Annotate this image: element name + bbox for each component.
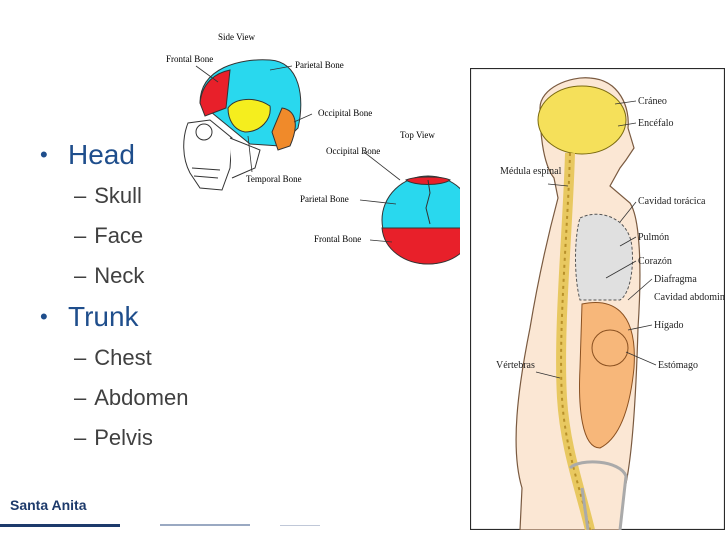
label-frontal-top: Frontal Bone <box>314 234 361 244</box>
jaw-bone <box>229 137 261 179</box>
bullet-abdomen: –Abdomen <box>74 385 189 410</box>
label-estomago: Estómago <box>658 360 698 371</box>
eye-socket <box>195 123 213 141</box>
teeth <box>191 167 221 179</box>
pelvis-bones <box>568 460 628 530</box>
skull-top-title: Top View <box>400 130 435 140</box>
label-parietal-top: Parietal Bone <box>300 194 349 204</box>
abdomen <box>579 302 635 449</box>
bullet-trunk-label: Trunk <box>68 301 139 332</box>
lung <box>575 213 633 301</box>
bullet-dot-icon: • <box>40 142 48 167</box>
label-occipital-side: Occipital Bone <box>318 108 372 118</box>
label-corazon: Corazón <box>638 256 672 267</box>
bullet-neck: –Neck <box>74 263 145 288</box>
label-encefalo: Encéfalo <box>638 118 674 129</box>
bullet-head: • Head <box>40 134 188 176</box>
skull-diagram: Side View Frontal Bone Parietal Bone Occ… <box>166 32 460 265</box>
label-cavidad-toracica: Cavidad torácica <box>638 196 706 207</box>
frontal-bone-top <box>381 227 460 265</box>
occipital-bone <box>271 107 296 151</box>
skull-top-view: Top View Occipital Bone Parietal Bone Fr… <box>300 130 460 265</box>
label-pulmon: Pulmón <box>638 232 669 243</box>
face-bones <box>183 119 233 191</box>
bullet-chest-label: Chest <box>94 345 152 370</box>
bullet-skull: –Skull <box>74 183 142 208</box>
bullet-face: –Face <box>74 223 144 248</box>
temporal-bone <box>227 99 271 133</box>
label-diafragma: Diafragma <box>654 274 697 285</box>
bullet-skull-label: Skull <box>94 183 142 208</box>
label-frontal-side: Frontal Bone <box>166 54 213 64</box>
bullet-face-label: Face <box>94 223 144 248</box>
skull-side-title: Side View <box>218 32 256 42</box>
bullet-pelvis-label: Pelvis <box>94 425 153 450</box>
body-anatomy-diagram: Cráneo Encéfalo Médula espinal Cavidad t… <box>470 68 725 530</box>
sagittal-suture <box>425 179 431 225</box>
bullet-abdomen-label: Abdomen <box>94 385 189 410</box>
label-temporal-side: Temporal Bone <box>246 174 302 184</box>
label-cavidad-abdominal: Cavidad abdominal <box>654 292 725 303</box>
label-medula: Médula espinal <box>500 166 562 177</box>
skull-side-view: Side View Frontal Bone Parietal Bone Occ… <box>166 32 372 191</box>
frontal-bone <box>199 69 231 117</box>
label-vertebras: Vértebras <box>496 360 535 371</box>
bullet-pelvis: –Pelvis <box>74 425 153 450</box>
label-higado: Hígado <box>654 320 683 331</box>
bullet-list: • Head –Skull –Face –Neck • Trunk –Chest –… <box>40 134 188 458</box>
bullet-head-label: Head <box>68 139 135 170</box>
brain <box>537 85 627 155</box>
label-parietal-side: Parietal Bone <box>295 60 344 70</box>
label-craneo: Cráneo <box>638 96 667 107</box>
stomach <box>591 329 629 367</box>
bullet-neck-label: Neck <box>94 263 145 288</box>
vertebrae <box>560 152 591 530</box>
bullet-dot-icon: • <box>40 304 48 329</box>
label-occipital-top: Occipital Bone <box>326 146 380 156</box>
santa-anita-logo: Santa Anita <box>10 497 87 513</box>
footer-swoosh <box>0 524 320 527</box>
bullet-chest: –Chest <box>74 345 152 370</box>
bullet-trunk: • Trunk <box>40 296 188 338</box>
